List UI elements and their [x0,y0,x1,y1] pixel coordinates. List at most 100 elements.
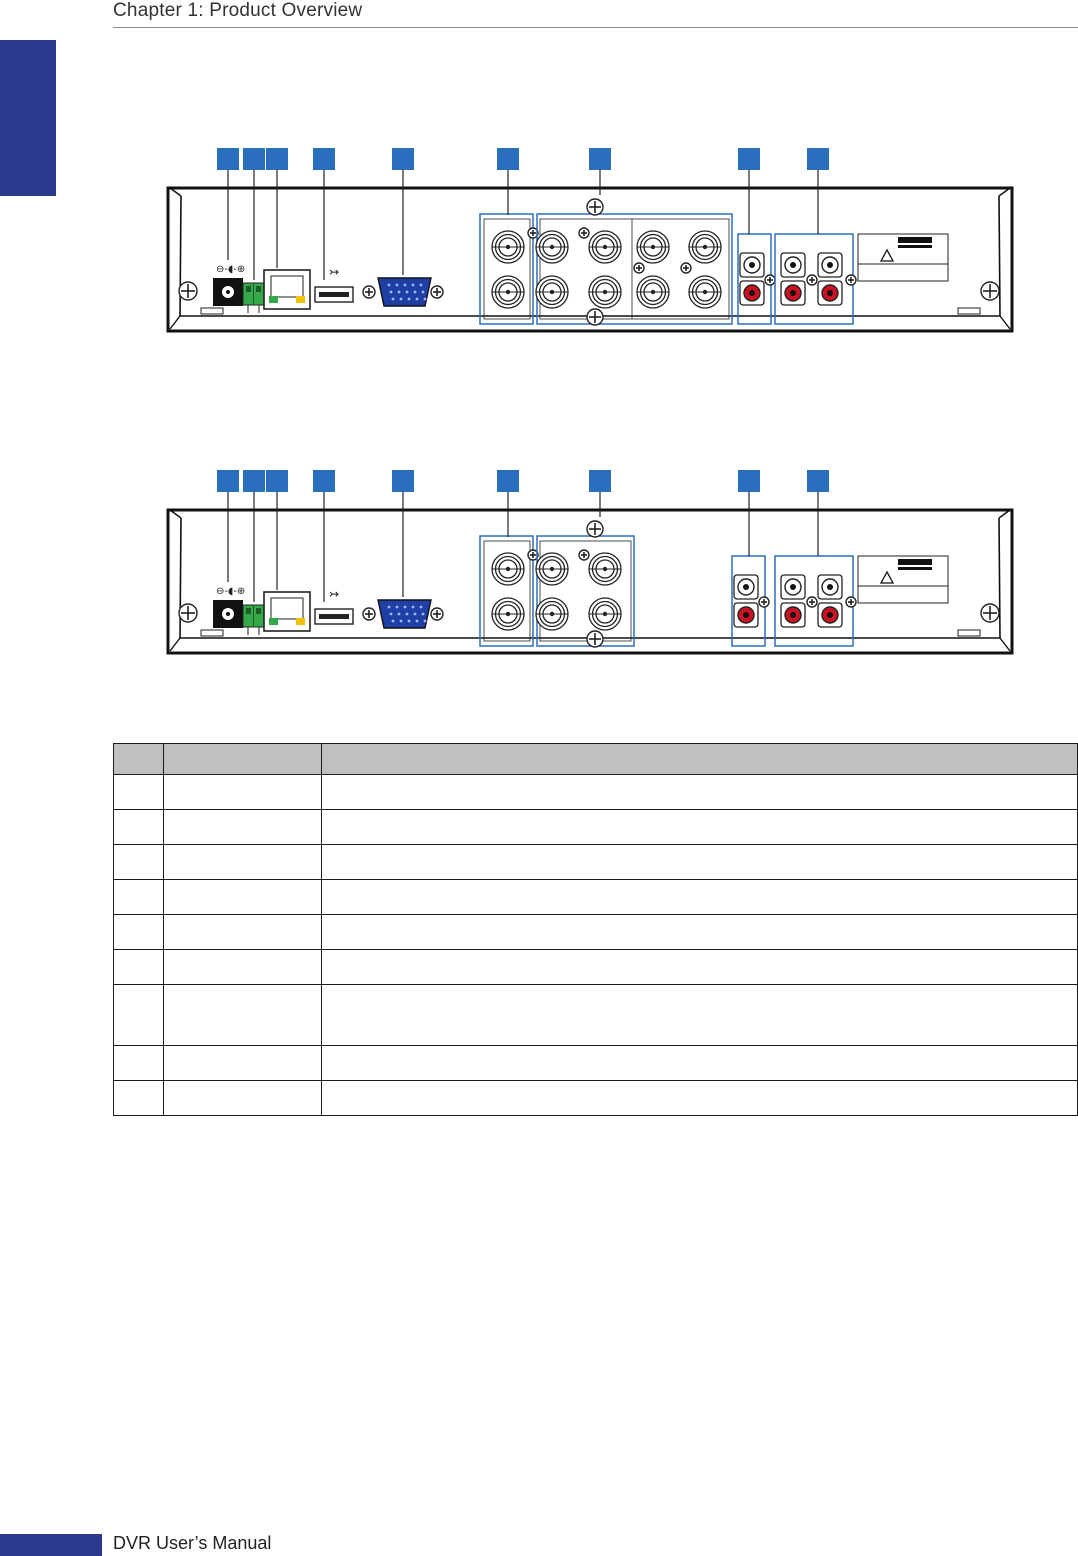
chassis-bevel [999,637,1011,652]
name-cell [163,809,322,845]
callout-marker [313,148,335,280]
number-cell [113,1080,164,1116]
name-cell [163,1080,322,1116]
vga-pin [395,283,399,287]
rca-white-connector-icon [817,252,843,278]
callout-marker [266,470,288,590]
vga-pin [421,612,425,616]
video-in-frame [539,218,730,320]
description-cell [321,809,1078,845]
rca-red-connector-icon [780,280,806,306]
screw-icon [633,262,645,274]
callout-marker [243,148,265,280]
name-cell [163,844,322,880]
rca-red-connector-icon [780,602,806,628]
table-row [113,914,1078,950]
vga-pin [407,619,411,623]
terminal-screw [246,608,251,614]
vga-pin [389,612,393,616]
screw-icon [586,308,604,326]
vga-pin [413,290,417,294]
callout-marker [807,148,829,234]
chassis-bevel [169,315,181,330]
bnc-connector-icon [491,275,525,309]
description-cell [321,879,1078,915]
screw-icon [586,630,604,648]
screw-icon [845,596,857,608]
screw-icon [586,520,604,538]
name-cell [163,984,322,1046]
vga-pin [405,290,409,294]
vga-pin [399,297,403,301]
video-in-group [536,213,733,325]
screw-icon [578,227,590,239]
rear-panel-diagram-8ch: ⊖-◖-⊕↣ [0,140,1078,360]
callout-marker [497,470,519,537]
vga-pin [415,619,419,623]
callout-marker [589,148,611,195]
vga-pin [407,297,411,301]
description-cell [321,1080,1078,1116]
table-header-row [113,743,1078,775]
vent-slot [200,307,224,315]
video-out-frame [483,540,531,642]
video-in-group [536,535,635,647]
warning-triangle-icon [879,570,895,584]
screw-icon [980,603,1000,623]
number-cell [113,949,164,985]
vga-pin [423,619,427,623]
header-name [163,743,322,775]
usb-tongue [319,292,349,297]
number-cell [113,984,164,1046]
terminal-screw [246,286,251,292]
usb-tongue [319,614,349,619]
video-out-group [479,535,534,647]
vga-pin [391,297,395,301]
screw-icon [578,549,590,561]
bnc-connector-icon [535,275,569,309]
chapter-side-tab [0,40,56,196]
video-out-group [479,213,534,325]
screw-icon [845,274,857,286]
callout-marker [738,148,760,234]
callout-marker [266,148,288,268]
vga-pin [399,619,403,623]
callout-marker [738,470,760,556]
vent-slot [957,629,981,637]
header-description [321,743,1078,775]
screw-icon [430,607,444,621]
table-row [113,984,1078,1046]
callout-marker [217,470,239,582]
warning-triangle-icon [879,248,895,262]
chassis-bevel [169,637,181,652]
dc-power-pin-center [226,290,230,294]
vga-pin [395,605,399,609]
label-stripe [898,559,932,565]
callout-marker [392,148,414,275]
table-row [113,844,1078,880]
number-cell [113,774,164,810]
manual-title: DVR User’s Manual [113,1533,272,1553]
description-cell [321,984,1078,1046]
rear-panel-4ch-illustration: ⊖-◖-⊕↣ [166,470,1014,655]
vga-pin [391,619,395,623]
table-row [113,809,1078,845]
name-cell [163,949,322,985]
bnc-connector-icon [535,230,569,264]
rca-white-connector-icon [780,252,806,278]
polarity-symbol-icon: ⊖-◖-⊕ [216,264,245,275]
rca-red-connector-icon [817,602,843,628]
description-cell [321,949,1078,985]
name-cell [163,914,322,950]
screw-icon [980,281,1000,301]
description-cell [321,1045,1078,1081]
vga-pin [411,283,415,287]
ethernet-socket [270,275,304,298]
bnc-connector-icon [588,275,622,309]
number-cell [113,1045,164,1081]
header-number [113,743,164,775]
chassis-bevel [999,315,1011,330]
vga-pin [403,605,407,609]
video-in-frame [539,540,632,642]
rear-panel-8ch-illustration: ⊖-◖-⊕↣ [166,148,1014,333]
